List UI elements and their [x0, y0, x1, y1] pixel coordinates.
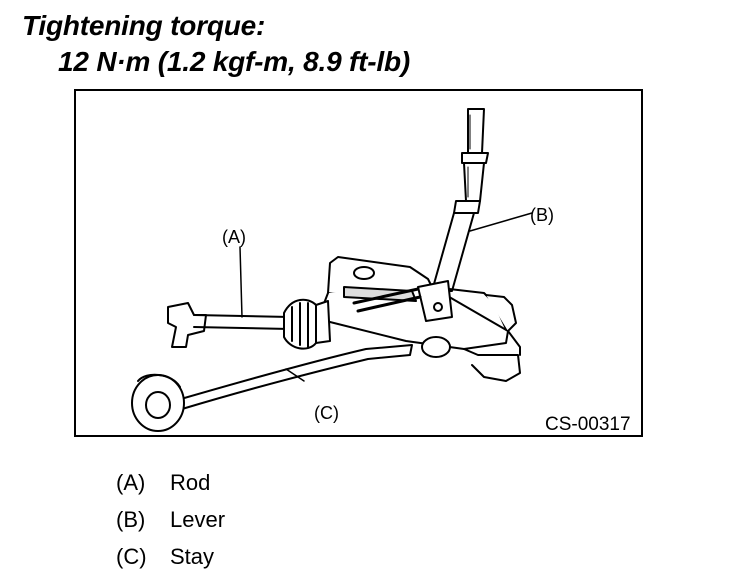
- rubber-boot: [283, 298, 331, 350]
- gear-shift-illustration: [131, 108, 533, 432]
- parts-legend: (A) Rod (B) Lever (C) Stay: [116, 464, 225, 575]
- torque-heading-value: 12 N·m (1.2 kgf-m, 8.9 ft-lb): [58, 46, 411, 77]
- shifter-housing: [317, 256, 521, 382]
- shift-rod: [167, 302, 291, 348]
- callout-b-label: (B): [530, 205, 554, 225]
- callout-leaders: [239, 212, 533, 382]
- gear-shift-diagram: (A) (B) (C) CS-00317: [74, 89, 643, 437]
- torque-heading-title: Tightening torque:: [22, 10, 266, 41]
- legend-key: (A): [116, 470, 146, 495]
- legend-key: (C): [116, 544, 147, 569]
- callout-c-label: (C): [314, 403, 339, 423]
- legend-row-lever: (B) Lever: [116, 501, 225, 538]
- legend-label: Stay: [170, 544, 215, 569]
- legend-row-stay: (C) Stay: [116, 538, 225, 575]
- lever-pivot-bracket: [352, 280, 453, 322]
- stay: [131, 344, 413, 432]
- torque-heading: Tightening torque: 12 N·m (1.2 kgf-m, 8.…: [22, 8, 410, 80]
- legend-row-rod: (A) Rod: [116, 464, 225, 501]
- legend-label: Rod: [170, 470, 211, 495]
- lever-shaft: [431, 108, 489, 292]
- legend-label: Lever: [170, 507, 226, 532]
- callout-a-label: (A): [222, 227, 246, 247]
- figure-code: CS-00317: [545, 414, 631, 435]
- legend-key: (B): [116, 507, 146, 532]
